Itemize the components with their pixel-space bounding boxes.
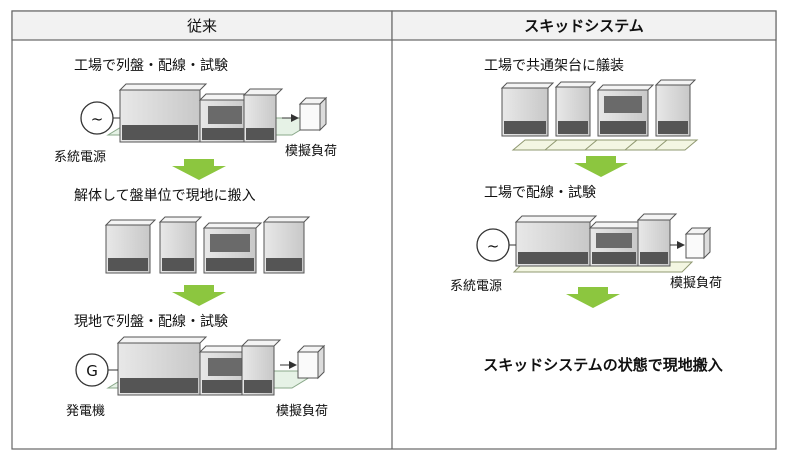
down-arrow [172, 159, 226, 180]
down-arrow [172, 285, 226, 306]
cabinet-vent [202, 128, 248, 140]
left-separated-cabinets [104, 216, 311, 274]
left-load-label-1: 模擬負荷 [285, 143, 337, 159]
right-conclusion: スキッドシステムの状態で現地搬入 [483, 356, 723, 374]
right-header-bg [391, 10, 777, 41]
generator-letter: G [86, 362, 98, 380]
cabinet-panel [208, 106, 242, 124]
load-box-icon [298, 96, 328, 132]
left-step1-label: 工場で列盤・配線・試験 [74, 58, 228, 74]
load-box-icon [296, 344, 326, 380]
cabinet-top [118, 83, 208, 91]
left-step2-label: 解体して盤単位で現地に搬入 [74, 188, 256, 204]
left-header: 従来 [187, 17, 217, 35]
cabinet-top [242, 88, 284, 96]
generator-label: 発電機 [66, 404, 105, 419]
left-power-source-label: 系統電源 [54, 150, 106, 165]
right-skid-test-lineup [512, 213, 694, 273]
ac-wave-icon: ~ [91, 110, 104, 128]
down-arrow [574, 156, 628, 177]
right-header: スキッドシステム [524, 17, 644, 35]
left-load-label-2: 模擬負荷 [276, 403, 328, 419]
right-step2-label: 工場で配線・試験 [484, 185, 596, 201]
left-factory-lineup [106, 83, 322, 143]
cabinet-vent [122, 125, 198, 140]
right-skid-mounted-cabinets [500, 79, 699, 151]
right-step1-label: 工場で共通架台に艤装 [484, 57, 624, 74]
right-power-source-label: 系統電源 [450, 279, 502, 294]
left-step3-label: 現地で列盤・配線・試験 [74, 314, 228, 330]
right-load-label: 模擬負荷 [670, 275, 722, 291]
cabinet-vent [246, 128, 274, 140]
ac-wave-icon: ~ [487, 237, 500, 255]
down-arrow [566, 287, 620, 308]
left-site-lineup [106, 336, 322, 396]
skid-frame [511, 139, 699, 151]
left-header-bg [11, 10, 393, 41]
load-box-icon [684, 226, 712, 260]
